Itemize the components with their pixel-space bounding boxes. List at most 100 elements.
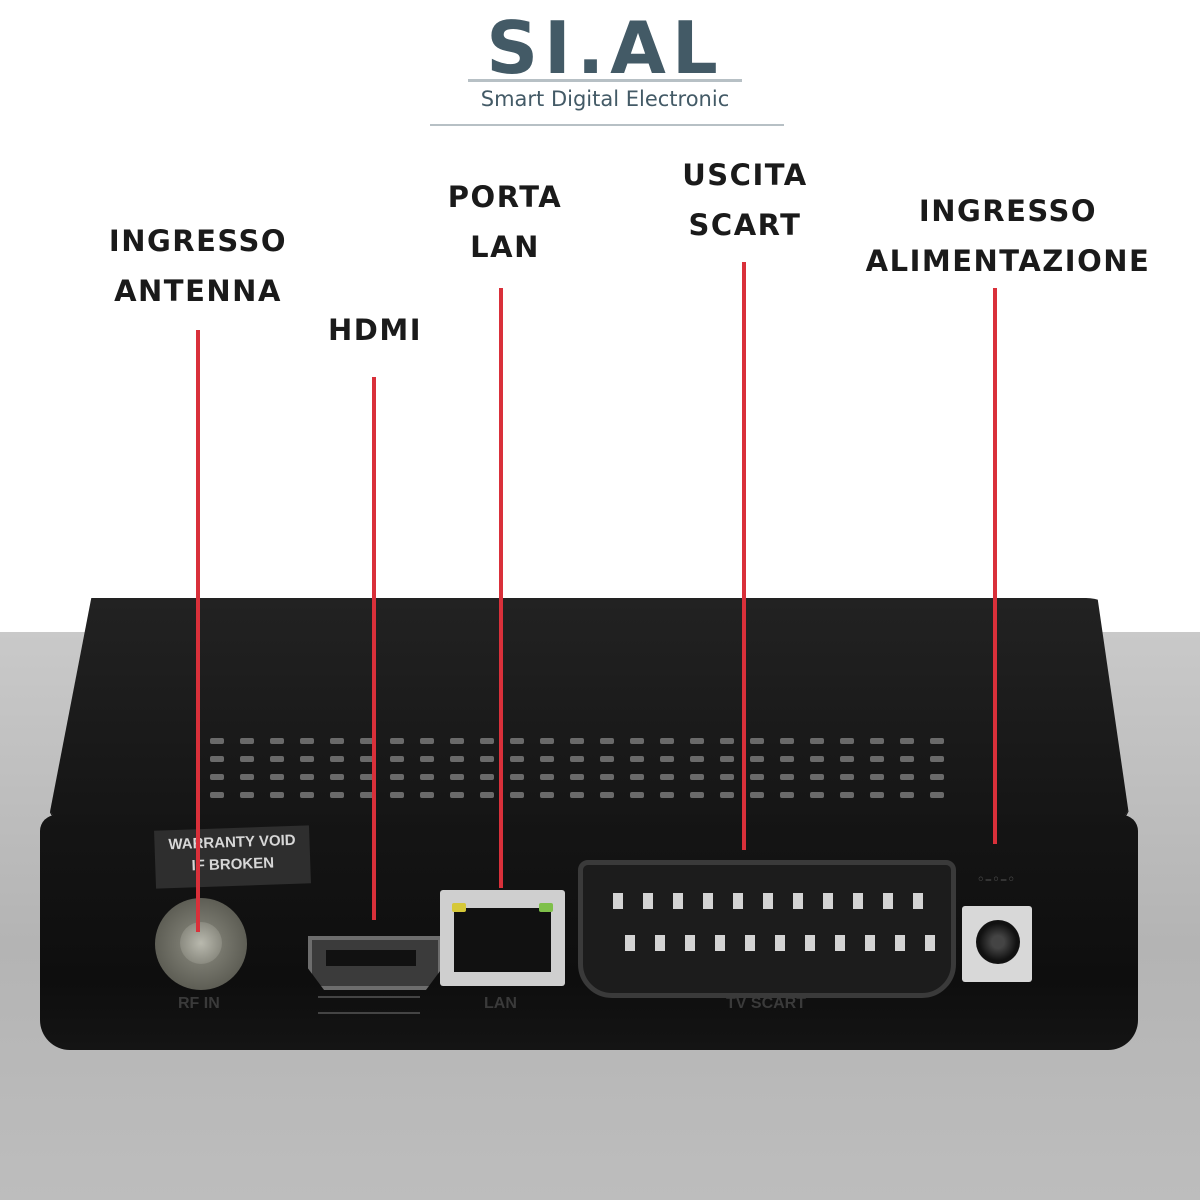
scart-pin	[895, 935, 905, 951]
vent-slot	[810, 756, 824, 762]
vent-slot	[240, 756, 254, 762]
vent-slot	[810, 792, 824, 798]
vent-slot	[720, 792, 734, 798]
vent-slot	[900, 756, 914, 762]
vent-slot	[360, 792, 374, 798]
vent-slot	[420, 774, 434, 780]
vent-slot	[240, 774, 254, 780]
scart-pin	[925, 935, 935, 951]
vent-slot	[780, 792, 794, 798]
logo-divider	[468, 79, 742, 82]
leader-line-lan	[499, 288, 503, 888]
vent-slot	[300, 738, 314, 744]
vent-slot	[480, 738, 494, 744]
vent-slot	[570, 756, 584, 762]
vent-slot	[210, 792, 224, 798]
scart-pin	[823, 893, 833, 909]
scart-port	[578, 860, 956, 998]
vent-slot	[690, 792, 704, 798]
scart-pin	[655, 935, 665, 951]
vent-slot	[210, 756, 224, 762]
vent-slot	[330, 756, 344, 762]
vent-slot	[420, 792, 434, 798]
hdmi-logo-icon	[318, 996, 420, 1014]
vent-slot	[930, 774, 944, 780]
vent-slot	[360, 774, 374, 780]
callout-scart-line1: USCITA	[682, 158, 808, 192]
vent-slot	[630, 738, 644, 744]
vent-slot	[840, 756, 854, 762]
vent-slot	[630, 756, 644, 762]
vent-slot	[780, 738, 794, 744]
vent-slot	[540, 756, 554, 762]
vent-slot	[870, 756, 884, 762]
vent-slot	[390, 756, 404, 762]
vent-slot	[660, 792, 674, 798]
brand-logo: SI.AL Smart Digital Electronic	[420, 5, 790, 127]
vent-slot	[480, 774, 494, 780]
vent-slot	[480, 792, 494, 798]
scart-pin	[883, 893, 893, 909]
vent-slot	[450, 738, 464, 744]
vent-slot	[870, 738, 884, 744]
callout-lan: PORTA LAN	[430, 172, 580, 272]
vent-slot	[720, 774, 734, 780]
vent-slot	[870, 774, 884, 780]
leader-line-scart	[742, 262, 746, 850]
vent-slot	[300, 756, 314, 762]
vent-slot	[360, 738, 374, 744]
vent-slot	[270, 792, 284, 798]
vent-slot	[930, 738, 944, 744]
scart-pin	[805, 935, 815, 951]
vent-slot	[750, 774, 764, 780]
vent-slot	[840, 774, 854, 780]
scart-pin	[715, 935, 725, 951]
lan-port-label: LAN	[484, 995, 517, 1012]
vent-slot	[450, 792, 464, 798]
vent-slot	[390, 774, 404, 780]
scart-pin	[865, 935, 875, 951]
vent-slot	[600, 792, 614, 798]
callout-antenna-line1: INGRESSO	[108, 224, 288, 258]
vent-slot	[690, 738, 704, 744]
power-polarity-icon: ◦–◦–◦	[976, 872, 1016, 888]
vent-slot	[210, 738, 224, 744]
vent-slot	[270, 756, 284, 762]
vent-slot	[210, 774, 224, 780]
vent-slot	[240, 792, 254, 798]
scart-pin	[775, 935, 785, 951]
vent-slot	[750, 738, 764, 744]
vent-slot	[390, 792, 404, 798]
logo-underline	[430, 124, 784, 126]
callout-lan-line1: PORTA	[447, 180, 563, 214]
vent-slot	[870, 792, 884, 798]
leader-line-antenna	[196, 330, 200, 932]
vent-slot	[450, 756, 464, 762]
vent-slot	[570, 774, 584, 780]
vent-slot	[510, 774, 524, 780]
vent-slot	[900, 738, 914, 744]
vent-slot	[750, 756, 764, 762]
vent-slot	[570, 738, 584, 744]
warranty-sticker: WARRANTY VOID IF BROKEN	[154, 825, 311, 889]
vent-slot	[510, 792, 524, 798]
vent-slot	[930, 792, 944, 798]
lan-led-yellow	[452, 903, 466, 912]
vent-slot	[510, 756, 524, 762]
vent-slot	[690, 774, 704, 780]
vent-slot	[810, 774, 824, 780]
leader-line-hdmi	[372, 377, 376, 920]
scart-pin	[763, 893, 773, 909]
vent-slot	[720, 738, 734, 744]
vent-slot	[330, 792, 344, 798]
callout-hdmi: HDMI	[315, 305, 435, 355]
callout-scart: USCITA SCART	[665, 150, 825, 250]
scart-pin	[625, 935, 635, 951]
scart-pin	[703, 893, 713, 909]
hdmi-port-slot	[326, 950, 416, 966]
vent-slot	[360, 756, 374, 762]
vent-slot	[780, 774, 794, 780]
vent-slot	[330, 738, 344, 744]
callout-antenna: INGRESSO ANTENNA	[88, 216, 308, 316]
device-vents	[210, 738, 970, 810]
